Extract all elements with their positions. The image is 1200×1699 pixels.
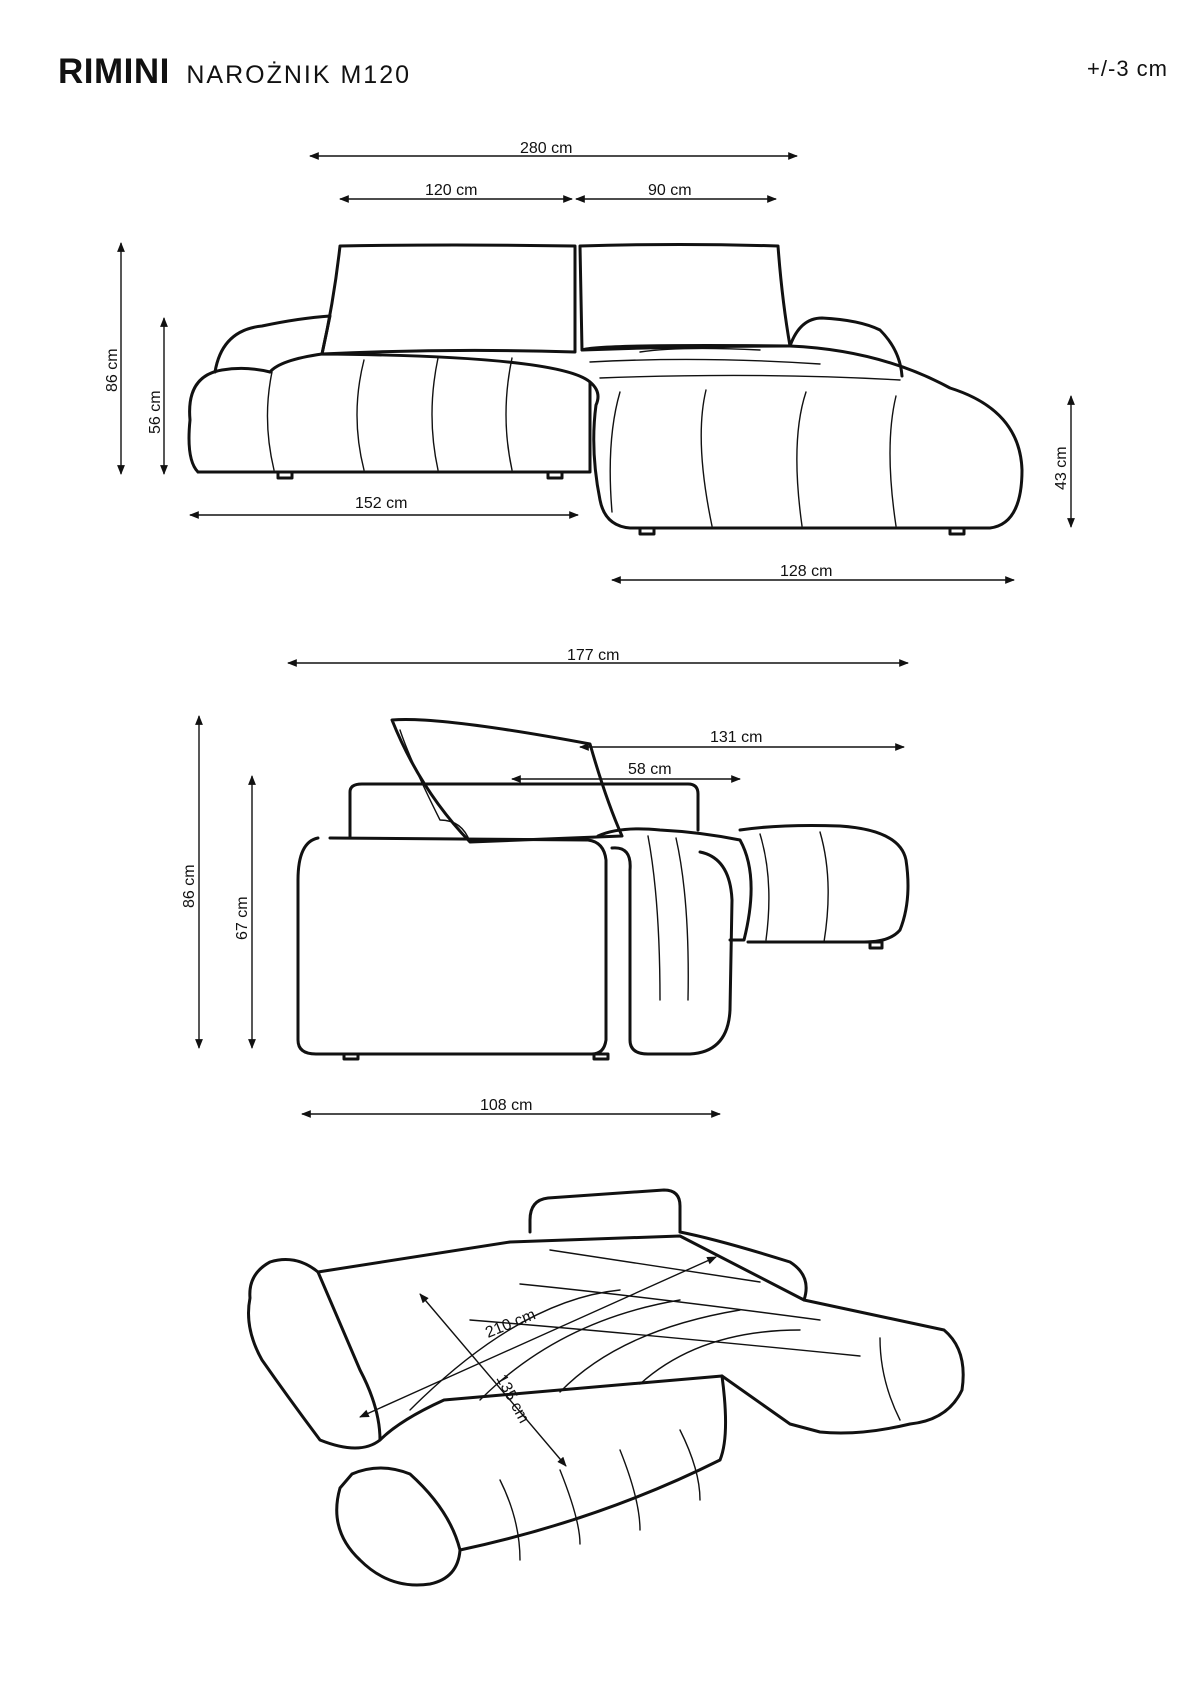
dim-bed-width-label: 135 cm xyxy=(492,1372,532,1426)
bed-view: 210 cm 135 cm xyxy=(247,1188,965,1587)
dim-chaise-extension-label: 131 cm xyxy=(710,729,762,746)
side-view: 177 cm 131 cm 58 cm 86 cm 67 cm 108 cm xyxy=(181,647,910,1118)
dim-chaise-width-label: 128 cm xyxy=(780,563,832,580)
dim-seat-height-label: 56 cm xyxy=(147,390,164,434)
dim-backrest-right-label: 90 cm xyxy=(648,182,692,199)
product-title: RIMINI NAROŻNIK M120 xyxy=(58,52,411,92)
dim-side-total-height-label: 86 cm xyxy=(181,864,198,908)
dim-bed-width xyxy=(419,1293,567,1467)
front-view: 280 cm 120 cm 90 cm 86 cm 56 cm 43 cm 15… xyxy=(104,140,1075,584)
side-sofa-drawing xyxy=(296,718,910,1061)
dim-armrest-height-label: 67 cm xyxy=(234,896,251,940)
dim-overall-depth-label: 177 cm xyxy=(567,647,619,664)
dim-chaise-height-label: 43 cm xyxy=(1053,446,1070,490)
dim-total-height-label: 86 cm xyxy=(104,348,121,392)
tolerance-note: +/-3 cm xyxy=(1087,56,1168,81)
dim-base-depth-label: 108 cm xyxy=(480,1097,532,1114)
dim-bed-length-label: 210 cm xyxy=(483,1306,538,1341)
model-name: RIMINI xyxy=(58,52,170,91)
dim-seat-depth-label: 58 cm xyxy=(628,761,672,778)
dim-backrest-left-label: 120 cm xyxy=(425,182,477,199)
front-sofa-drawing xyxy=(187,243,1024,536)
bed-sofa-drawing xyxy=(247,1188,965,1587)
dim-sofa-width-label: 152 cm xyxy=(355,495,407,512)
dim-overall-width-label: 280 cm xyxy=(520,140,572,157)
model-variant: NAROŻNIK M120 xyxy=(186,61,412,89)
